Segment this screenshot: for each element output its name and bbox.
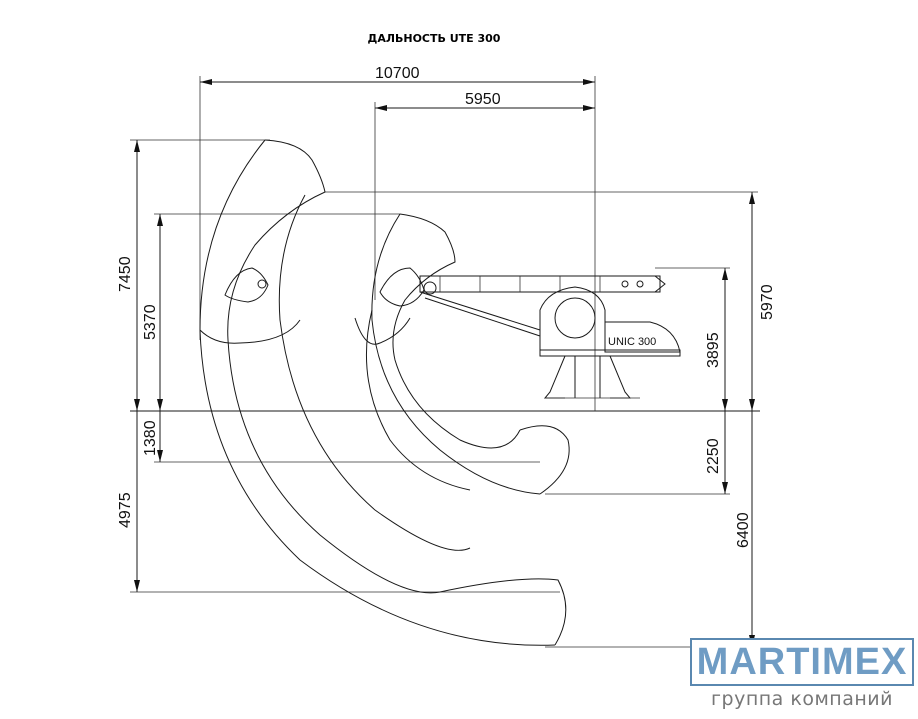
dim-height-right-upper: 5970: [325, 191, 776, 411]
dim-reach-mid-label: 5950: [465, 91, 501, 108]
dim-height-left-upper: 7450: [117, 139, 270, 411]
dim-height-right-inner-label: 3895: [705, 332, 722, 368]
brand-tagline: группа компаний: [711, 688, 893, 710]
working-envelope-inner: [278, 194, 570, 551]
diagram-title: ДАЛЬНОСТЬ UTE 300: [367, 32, 501, 45]
brand-name: MARTIMEX: [696, 641, 908, 683]
dim-reach-max: 10700: [199, 65, 596, 411]
dim-depth-left-inner-label: 1380: [142, 420, 159, 456]
dim-height-left-upper-label: 7450: [117, 256, 134, 292]
dim-depth-right-inner: 2250: [545, 411, 730, 495]
dim-depth-right-outer: 6400: [545, 411, 758, 648]
dim-depth-right-inner-label: 2250: [705, 438, 722, 474]
dim-reach-max-label: 10700: [375, 65, 420, 82]
crane-boom-icon: [419, 275, 666, 337]
dim-height-left-inner: 5370: [142, 213, 400, 411]
dim-height-left-inner-label: 5370: [142, 304, 159, 340]
dim-reach-mid: 5950: [374, 91, 595, 300]
working-envelope-outer: [199, 139, 567, 646]
dim-depth-left-inner: 1380: [142, 411, 540, 463]
dim-depth-right-outer-label: 6400: [735, 512, 752, 548]
dim-height-right-upper-label: 5970: [759, 284, 776, 320]
outriggers-icon: [543, 355, 640, 399]
dim-height-right-inner: 3895: [655, 267, 730, 411]
machine-body-icon: UNIC 300: [539, 286, 681, 357]
machine-label: UNIC 300: [608, 336, 656, 348]
brand-logo: MARTIMEX: [690, 638, 914, 686]
dim-depth-left-outer-label: 4975: [117, 492, 134, 528]
dim-depth-left-outer: 4975: [117, 411, 560, 593]
bucket-left-icon: [224, 267, 269, 303]
